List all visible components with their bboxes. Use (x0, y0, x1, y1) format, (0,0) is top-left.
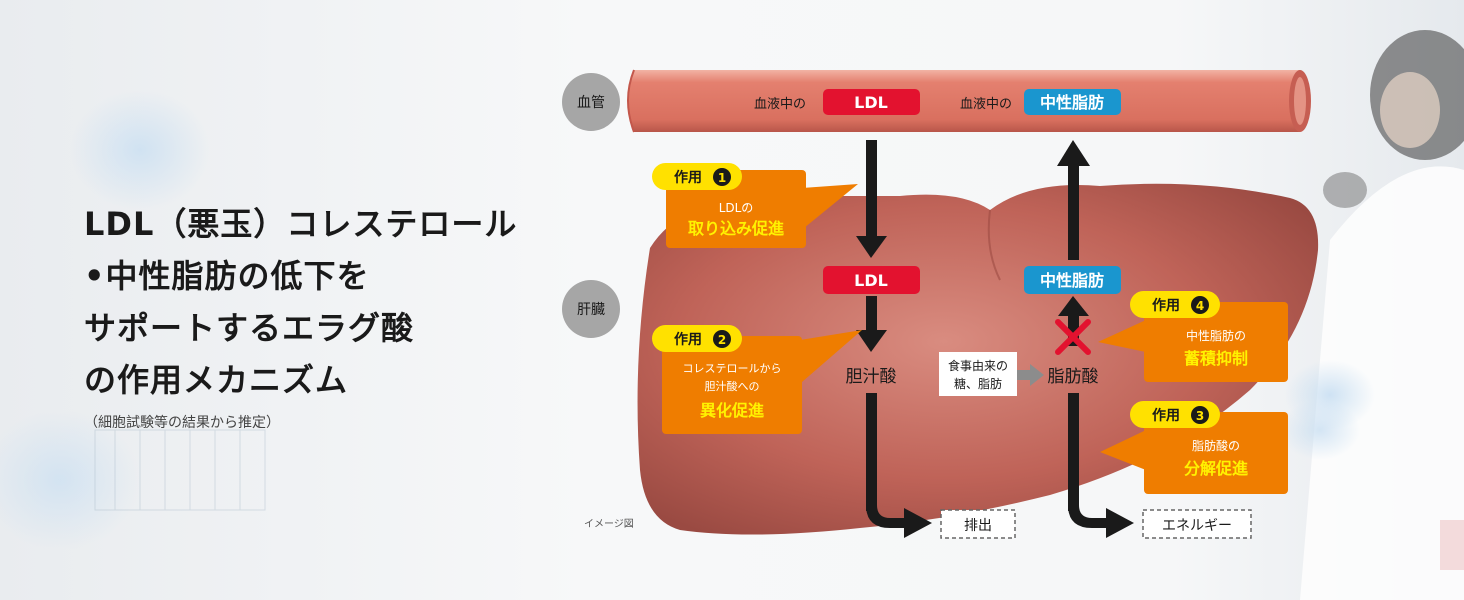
svg-text:作用: 作用 (674, 331, 702, 348)
svg-text:血管: 血管 (577, 95, 605, 111)
headline-line-4: の作用メカニズム (84, 361, 349, 399)
excretion-box: 排出 (940, 509, 1016, 539)
inhibit-x-icon (1055, 319, 1091, 355)
svg-text:作用: 作用 (674, 169, 702, 186)
energy-box: エネルギー (1142, 509, 1252, 539)
svg-text:糖、脂肪: 糖、脂肪 (954, 376, 1002, 391)
svg-text:中性脂肪の: 中性脂肪の (1186, 328, 1246, 343)
liver-ldl-badge: LDL (823, 266, 920, 294)
liver-tg-badge: 中性脂肪 (1024, 266, 1121, 294)
svg-text:胆汁酸への: 胆汁酸への (705, 379, 760, 393)
svg-text:脂肪酸の: 脂肪酸の (1192, 438, 1240, 453)
action-2-callout: コレステロールから 胆汁酸への 異化促進 作用 2 (652, 325, 862, 434)
svg-text:中性脂肪: 中性脂肪 (1040, 93, 1104, 112)
svg-text:取り込み促進: 取り込み促進 (688, 219, 784, 238)
svg-text:食事由来の: 食事由来の (948, 358, 1008, 373)
headline-line-1: LDL（悪玉）コレステロール (84, 205, 518, 243)
svg-text:作用: 作用 (1152, 297, 1180, 314)
tg-flow-arrows (1057, 140, 1134, 538)
svg-text:LDLの: LDLの (719, 201, 754, 215)
gloved-hand-shape (70, 90, 210, 210)
vessel-tg-badge: 中性脂肪 (1024, 89, 1121, 115)
headline: LDL（悪玉）コレステロール •中性脂肪の低下を サポートするエラグ酸 の作用メ… (84, 198, 544, 406)
svg-text:エネルギー: エネルギー (1162, 518, 1232, 534)
svg-text:LDL: LDL (854, 271, 888, 290)
liver-label: 肝臓 (562, 280, 620, 338)
svg-text:1: 1 (718, 171, 726, 185)
blood-vessel-label: 血管 (562, 73, 620, 131)
blood-vessel (627, 69, 1311, 133)
svg-text:肝臓: 肝臓 (577, 302, 605, 318)
subnote: （細胞試験等の結果から推定） (84, 415, 280, 431)
action-1-callout: LDLの 取り込み促進 作用 1 (652, 163, 858, 248)
microscope-shape (1323, 172, 1367, 208)
bile-acid-label: 胆汁酸 (846, 367, 897, 387)
svg-text:コレステロールから: コレステロールから (683, 362, 782, 375)
svg-text:LDL: LDL (854, 93, 888, 112)
headline-line-2: •中性脂肪の低下を (84, 257, 370, 295)
ldl-flow-arrows (856, 140, 932, 538)
vessel-text-2: 血液中の (960, 97, 1012, 112)
fatty-acid-label: 脂肪酸 (1048, 367, 1099, 387)
svg-text:作用: 作用 (1152, 407, 1180, 424)
svg-text:排出: 排出 (964, 518, 992, 534)
test-tube-rack-shape (94, 429, 266, 511)
action-4-callout: 中性脂肪の 蓄積抑制 作用 4 (1098, 291, 1288, 382)
svg-text:分解促進: 分解促進 (1184, 459, 1248, 478)
diet-source-box: 食事由来の 糖、脂肪 (939, 352, 1017, 396)
svg-text:蓄積抑制: 蓄積抑制 (1184, 349, 1248, 368)
svg-text:異化促進: 異化促進 (700, 401, 764, 420)
svg-text:中性脂肪: 中性脂肪 (1040, 271, 1104, 290)
svg-text:3: 3 (1196, 409, 1204, 423)
headline-line-3: サポートするエラグ酸 (84, 309, 415, 347)
action-3-callout: 脂肪酸の 分解促進 作用 3 (1100, 401, 1288, 494)
lab-coat-shape (1300, 166, 1464, 600)
image-note: イメージ図 (584, 519, 634, 530)
diet-arrow (1017, 364, 1044, 386)
vessel-text-1: 血液中の (754, 97, 806, 112)
svg-text:2: 2 (718, 333, 726, 347)
svg-text:4: 4 (1196, 299, 1204, 313)
vessel-ldl-badge: LDL (823, 89, 920, 115)
